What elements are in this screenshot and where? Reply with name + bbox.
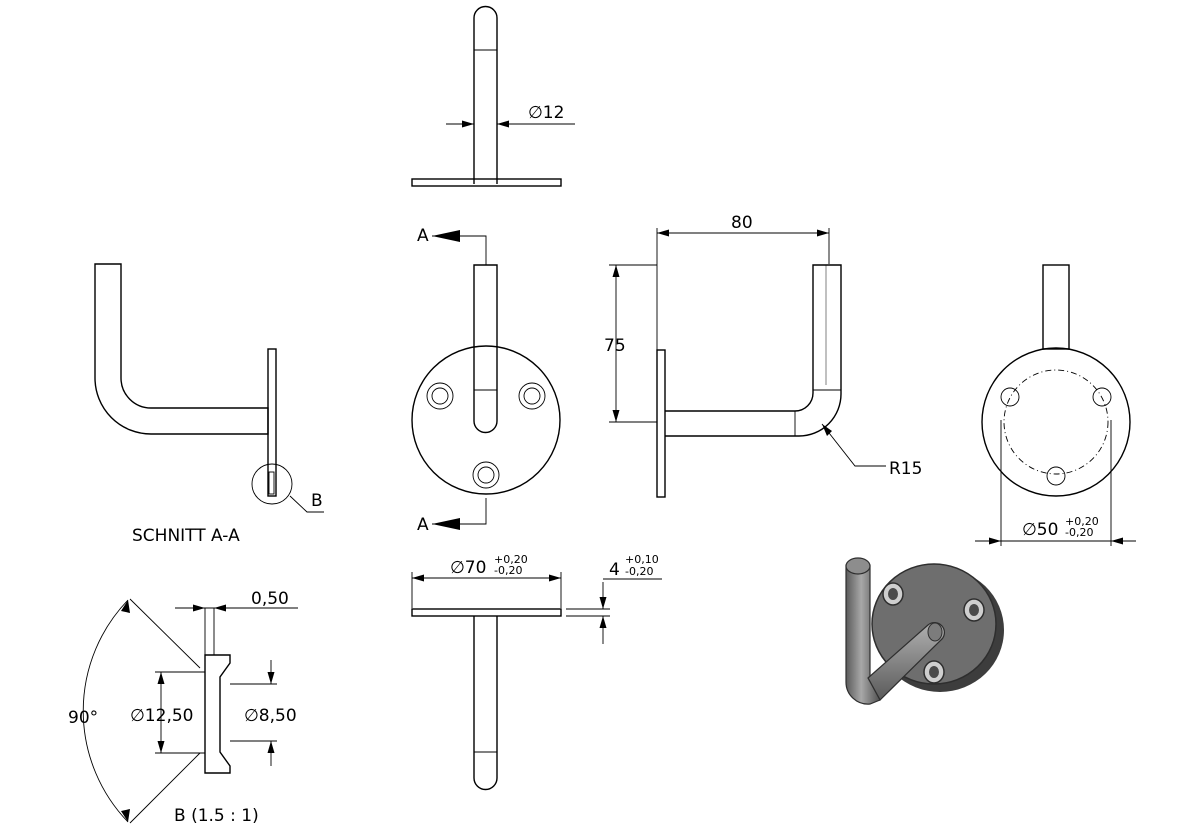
dia-70-label: ∅70 (450, 558, 486, 578)
thick-4-tol-plus: +0,10 (625, 553, 659, 566)
section-arrow-top-label: A (417, 226, 429, 246)
bottom-view: ∅70 +0,20 -0,20 4 +0,10 -0,20 (411, 553, 662, 791)
section-title: SCHNITT A-A (132, 526, 240, 546)
dim-80-label: 80 (731, 213, 753, 233)
rear-view: ∅50 +0,20 -0,20 (975, 264, 1136, 546)
detail-view: 0,50 90° ∅12,50 ∅8,50 B (1.5 : 1) (68, 589, 298, 826)
dia-70-tol-plus: +0,20 (494, 553, 528, 566)
dia-50-tol-plus: +0,20 (1065, 515, 1099, 528)
section-view: B SCHNITT A-A (94, 263, 324, 546)
top-view: ∅12 (411, 5, 575, 187)
front-view: A A (411, 226, 561, 535)
dia-12-label: ∅12 (528, 103, 564, 123)
isometric-render (845, 557, 1004, 705)
dia-50-label: ∅50 (1022, 520, 1058, 540)
section-arrow-bottom-label: A (417, 515, 429, 535)
thick-4-tol-minus: -0,20 (625, 565, 653, 578)
thick-4-label: 4 (609, 560, 620, 580)
radius-label: R15 (889, 459, 922, 479)
detail-title: B (1.5 : 1) (174, 806, 259, 826)
dia-850-label: ∅8,50 (244, 706, 297, 726)
dim-75-label: 75 (604, 336, 626, 356)
dia-70-tol-minus: -0,20 (494, 564, 522, 577)
angle-label: 90° (68, 708, 98, 728)
side-view: 80 75 R15 (604, 213, 922, 498)
detail-marker-label: B (311, 491, 323, 511)
dim-050-label: 0,50 (251, 589, 289, 609)
dia-50-tol-minus: -0,20 (1065, 526, 1093, 539)
dia-1250-label: ∅12,50 (130, 706, 193, 726)
